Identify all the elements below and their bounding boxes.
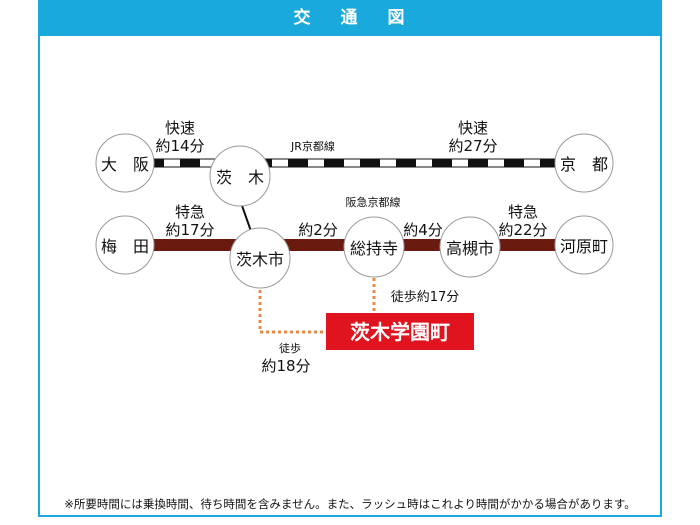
station-osaka: 大 阪	[95, 133, 155, 193]
svg-text:高槻市: 高槻市	[446, 239, 494, 258]
segment-time: 約27分	[448, 137, 497, 155]
title-char: 通	[340, 8, 360, 28]
segment-time: 約17分	[165, 221, 214, 239]
destination-badge: 茨木学園町	[326, 313, 474, 350]
svg-text:河原町: 河原町	[560, 237, 608, 256]
walk-time-sojiji: 徒歩約17分	[391, 290, 460, 305]
station-takatsuki: 高槻市	[439, 216, 501, 278]
svg-text:京 都: 京 都	[560, 155, 608, 174]
segment-time: 約22分	[498, 221, 547, 239]
svg-text:大 阪: 大 阪	[101, 155, 149, 174]
walk-time-ibarakishi: 約18分	[261, 357, 310, 375]
hankyu-line-label: 阪急京都線	[346, 195, 401, 209]
segment-time: 約14分	[155, 137, 204, 155]
title-char: 交	[293, 8, 313, 28]
footnote: ※所要時間には乗換時間、待ち時間を含みません。また、ラッシュ時はこれより時間がか…	[64, 497, 636, 511]
walk-label: 徒歩	[279, 341, 301, 355]
station-ibaraki: 茨 木	[209, 145, 271, 207]
svg-text:茨 木: 茨 木	[216, 168, 264, 187]
station-ibarakishi: 茨木市	[229, 227, 291, 289]
segment-type: 快速	[165, 119, 195, 137]
station-kyoto: 京 都	[554, 133, 614, 193]
map-frame	[38, 0, 662, 517]
svg-text:茨木市: 茨木市	[236, 250, 284, 269]
svg-text:総持寺: 総持寺	[350, 239, 398, 258]
segment-time: 約4分	[403, 221, 443, 239]
segment-time: 約2分	[298, 221, 338, 239]
jr-line-label: JR京都線	[290, 139, 335, 153]
segment-type: 特急	[175, 203, 205, 221]
title-char: 図	[387, 8, 407, 28]
svg-text:梅 田: 梅 田	[101, 237, 149, 256]
segment-type: 快速	[458, 119, 488, 137]
page-title: 交通図	[38, 0, 662, 36]
station-kawaramachi: 河原町	[554, 215, 614, 275]
svg-text:茨木学園町: 茨木学園町	[350, 320, 450, 344]
station-umeda: 梅 田	[95, 215, 155, 275]
station-sojiji: 総持寺	[343, 216, 405, 278]
walk-route-ibarakishi	[258, 290, 326, 334]
segment-type: 特急	[508, 203, 538, 221]
